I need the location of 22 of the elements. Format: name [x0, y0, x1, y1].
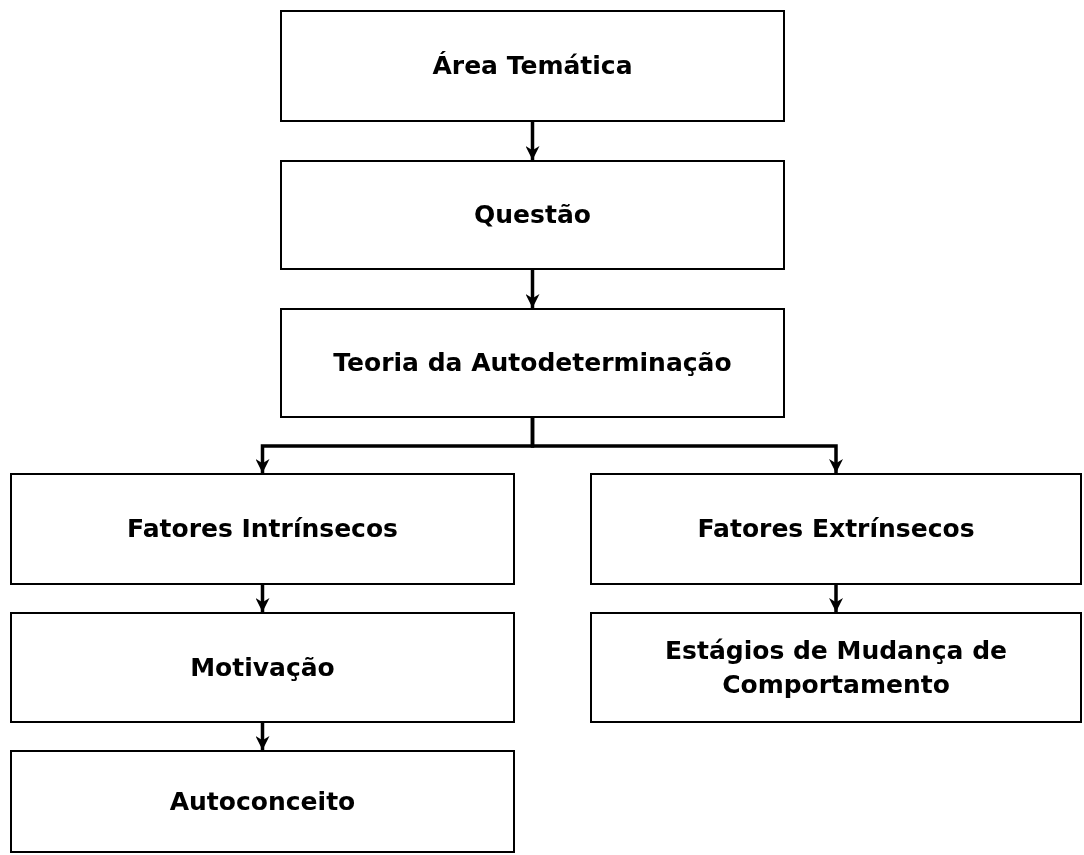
process-box [280, 160, 785, 270]
process-box [280, 10, 785, 122]
arrow [525, 122, 540, 160]
arrow [255, 585, 270, 612]
box-label: Fatores Extrínsecos [696, 513, 976, 546]
arrow [530, 418, 843, 473]
process-box [10, 612, 515, 723]
arrow [525, 270, 540, 308]
process-box [10, 473, 515, 585]
box-label: Fatores Intrínsecos [126, 513, 399, 546]
process-box [10, 750, 515, 853]
box-label: Questão [473, 199, 592, 232]
process-box [590, 473, 1082, 585]
box-label: Motivação [189, 651, 336, 684]
process-box [280, 308, 785, 418]
box-label: Teoria da Autodeterminação [332, 347, 733, 380]
box-label: Autoconceito [168, 785, 357, 818]
process-box [590, 612, 1082, 723]
box-label: Área Temática [431, 50, 634, 83]
arrow [255, 723, 270, 750]
arrow [829, 585, 843, 612]
box-label: Estágios de Mudança de Comportamento [663, 634, 1008, 701]
